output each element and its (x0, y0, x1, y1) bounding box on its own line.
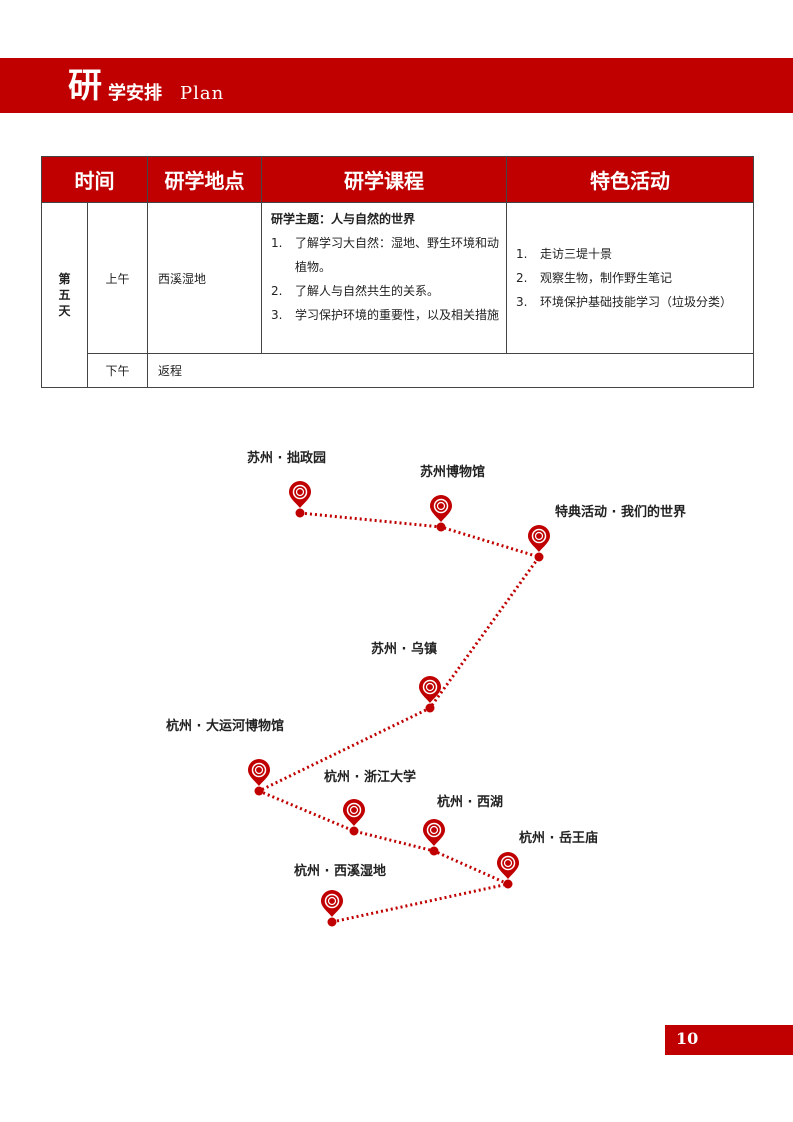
location-pin-icon (343, 799, 365, 826)
route-stop-label: 苏州 · 乌镇 (371, 642, 437, 657)
route-stop-label: 杭州 · 大运河博物馆 (166, 719, 284, 734)
route-stop-label: 特典活动 · 我们的世界 (555, 505, 686, 520)
route-stop-dot (425, 703, 435, 713)
table-row-morning: 第五天 上午 西溪湿地 研学主题：人与自然的世界 1.了解学习大自然：湿地、野生… (41, 202, 754, 388)
route-stop-dot (429, 846, 439, 856)
route-stop-dot (295, 508, 305, 518)
period-afternoon: 下午 (87, 353, 148, 388)
schedule-table: 时间 研学地点 研学课程 特色活动 第五天 上午 西溪湿地 研学主题：人与自然的… (41, 156, 754, 388)
route-stop-label: 杭州 · 浙江大学 (324, 770, 416, 785)
location-pin-icon (423, 819, 445, 846)
header-plan-label: Plan (180, 83, 225, 104)
route-stop-dot (327, 917, 337, 927)
route-stop-label: 杭州 · 岳王庙 (519, 831, 598, 846)
course-cell: 研学主题：人与自然的世界 1.了解学习大自然：湿地、野生环境和动植物。 2.了解… (261, 202, 507, 354)
route-stop-dot (349, 826, 359, 836)
header-course: 研学课程 (261, 156, 507, 203)
location-morning: 西溪湿地 (147, 202, 262, 354)
location-pin-icon (528, 525, 550, 552)
route-stop-dot (254, 786, 264, 796)
route-path (255, 511, 542, 924)
activity-cell: 1.走访三堤十景 2.观察生物，制作野生笔记 3.环境保护基础技能学习（垃圾分类… (506, 202, 754, 354)
location-pin-icon (497, 852, 519, 879)
day-cell: 第五天 (41, 202, 88, 388)
list-item: 2.观察生物，制作野生笔记 (516, 271, 673, 285)
list-item: 2.了解人与自然共生的关系。 (271, 284, 440, 298)
activity-list: 1.走访三堤十景 2.观察生物，制作野生笔记 3.环境保护基础技能学习（垃圾分类… (516, 242, 749, 314)
header-location: 研学地点 (147, 156, 262, 203)
page-number-box (665, 1025, 793, 1055)
route-stop-dot (503, 879, 513, 889)
list-item: 3.学习保护环境的重要性，以及相关措施 (271, 308, 500, 322)
route-stop-dot (534, 552, 544, 562)
table-header-row: 时间 研学地点 研学课程 特色活动 (41, 156, 754, 203)
route-stop-label: 杭州 · 西湖 (437, 795, 503, 810)
course-topic: 研学主题：人与自然的世界 (271, 212, 416, 226)
day-label: 第五天 (58, 272, 71, 318)
location-afternoon: 返程 (147, 353, 754, 388)
header-title: 学安排 Plan (108, 82, 224, 106)
header-activity: 特色活动 (506, 156, 754, 203)
route-stop-label: 苏州 · 拙政园 (247, 451, 326, 466)
header-title-first-char: 研 (68, 66, 102, 106)
location-pin-icon (289, 481, 311, 508)
header-band (0, 58, 793, 113)
location-pin-icon (248, 759, 270, 786)
table-row-afternoon: 下午 返程 (42, 353, 754, 388)
header-title-rest: 学安排 (108, 83, 162, 104)
location-pin-icon (419, 676, 441, 703)
route-stop-label: 杭州 · 西溪湿地 (294, 864, 386, 879)
list-item: 3.环境保护基础技能学习（垃圾分类） (516, 295, 733, 309)
header-time: 时间 (41, 156, 148, 203)
location-pin-icon (321, 890, 343, 917)
list-item: 1.了解学习大自然：湿地、野生环境和动植物。 (271, 236, 500, 274)
list-item: 1.走访三堤十景 (516, 247, 613, 261)
route-stop-dot (436, 522, 446, 532)
location-pin-icon (430, 495, 452, 522)
route-stop-label: 苏州博物馆 (420, 465, 486, 480)
course-list: 1.了解学习大自然：湿地、野生环境和动植物。 2.了解人与自然共生的关系。 3.… (271, 231, 500, 327)
page-number: 10 (676, 1029, 699, 1048)
